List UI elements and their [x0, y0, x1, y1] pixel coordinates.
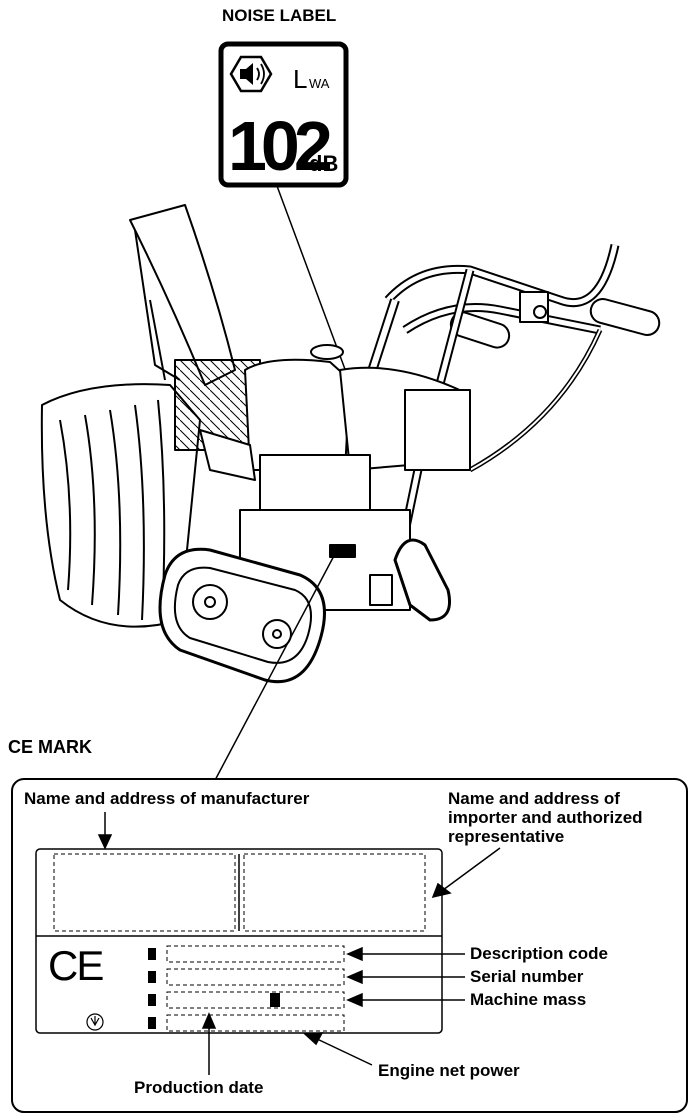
ce-symbol: CE	[48, 942, 103, 989]
snow-blower-illustration	[42, 205, 662, 682]
noise-symbol: L	[293, 64, 307, 94]
importer-label-line1: Name and address of	[448, 789, 620, 808]
engine-net-power-label: Engine net power	[378, 1061, 520, 1080]
machine-mass-label: Machine mass	[470, 990, 586, 1009]
noise-label: L WA 102 dB	[221, 44, 346, 185]
description-code-label: Description code	[470, 944, 608, 963]
noise-symbol-sub: WA	[309, 76, 330, 91]
noise-unit: dB	[309, 151, 338, 176]
manufacturer-label: Name and address of manufacturer	[24, 789, 309, 808]
importer-label-line2: importer and authorized	[448, 808, 643, 827]
serial-number-label: Serial number	[470, 967, 583, 986]
importer-label-line3: representative	[448, 827, 564, 846]
production-date-label: Production date	[134, 1078, 263, 1097]
